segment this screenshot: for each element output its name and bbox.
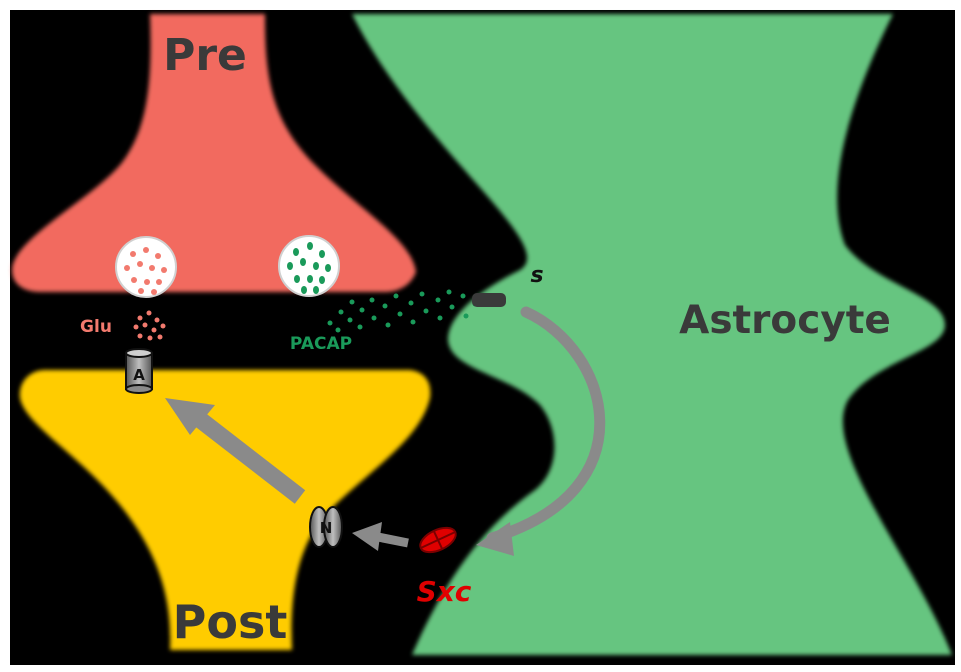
nmda-receptor-label: N: [320, 519, 333, 537]
pacap-receptor-label: s: [530, 263, 543, 288]
astrocyte-label: Astrocyte: [679, 298, 891, 343]
pacap-label: PACAP: [290, 334, 352, 354]
glutamate-label: Glu: [80, 317, 112, 337]
presynaptic-label: Pre: [163, 30, 247, 81]
postsynaptic-label: Post: [173, 595, 288, 649]
ampa-receptor-label: A: [133, 366, 145, 384]
pacap-receptor-icon: [472, 293, 506, 307]
sxc-to-nmda-arrow: [378, 537, 408, 543]
sxc-label: Sxc: [417, 575, 472, 608]
